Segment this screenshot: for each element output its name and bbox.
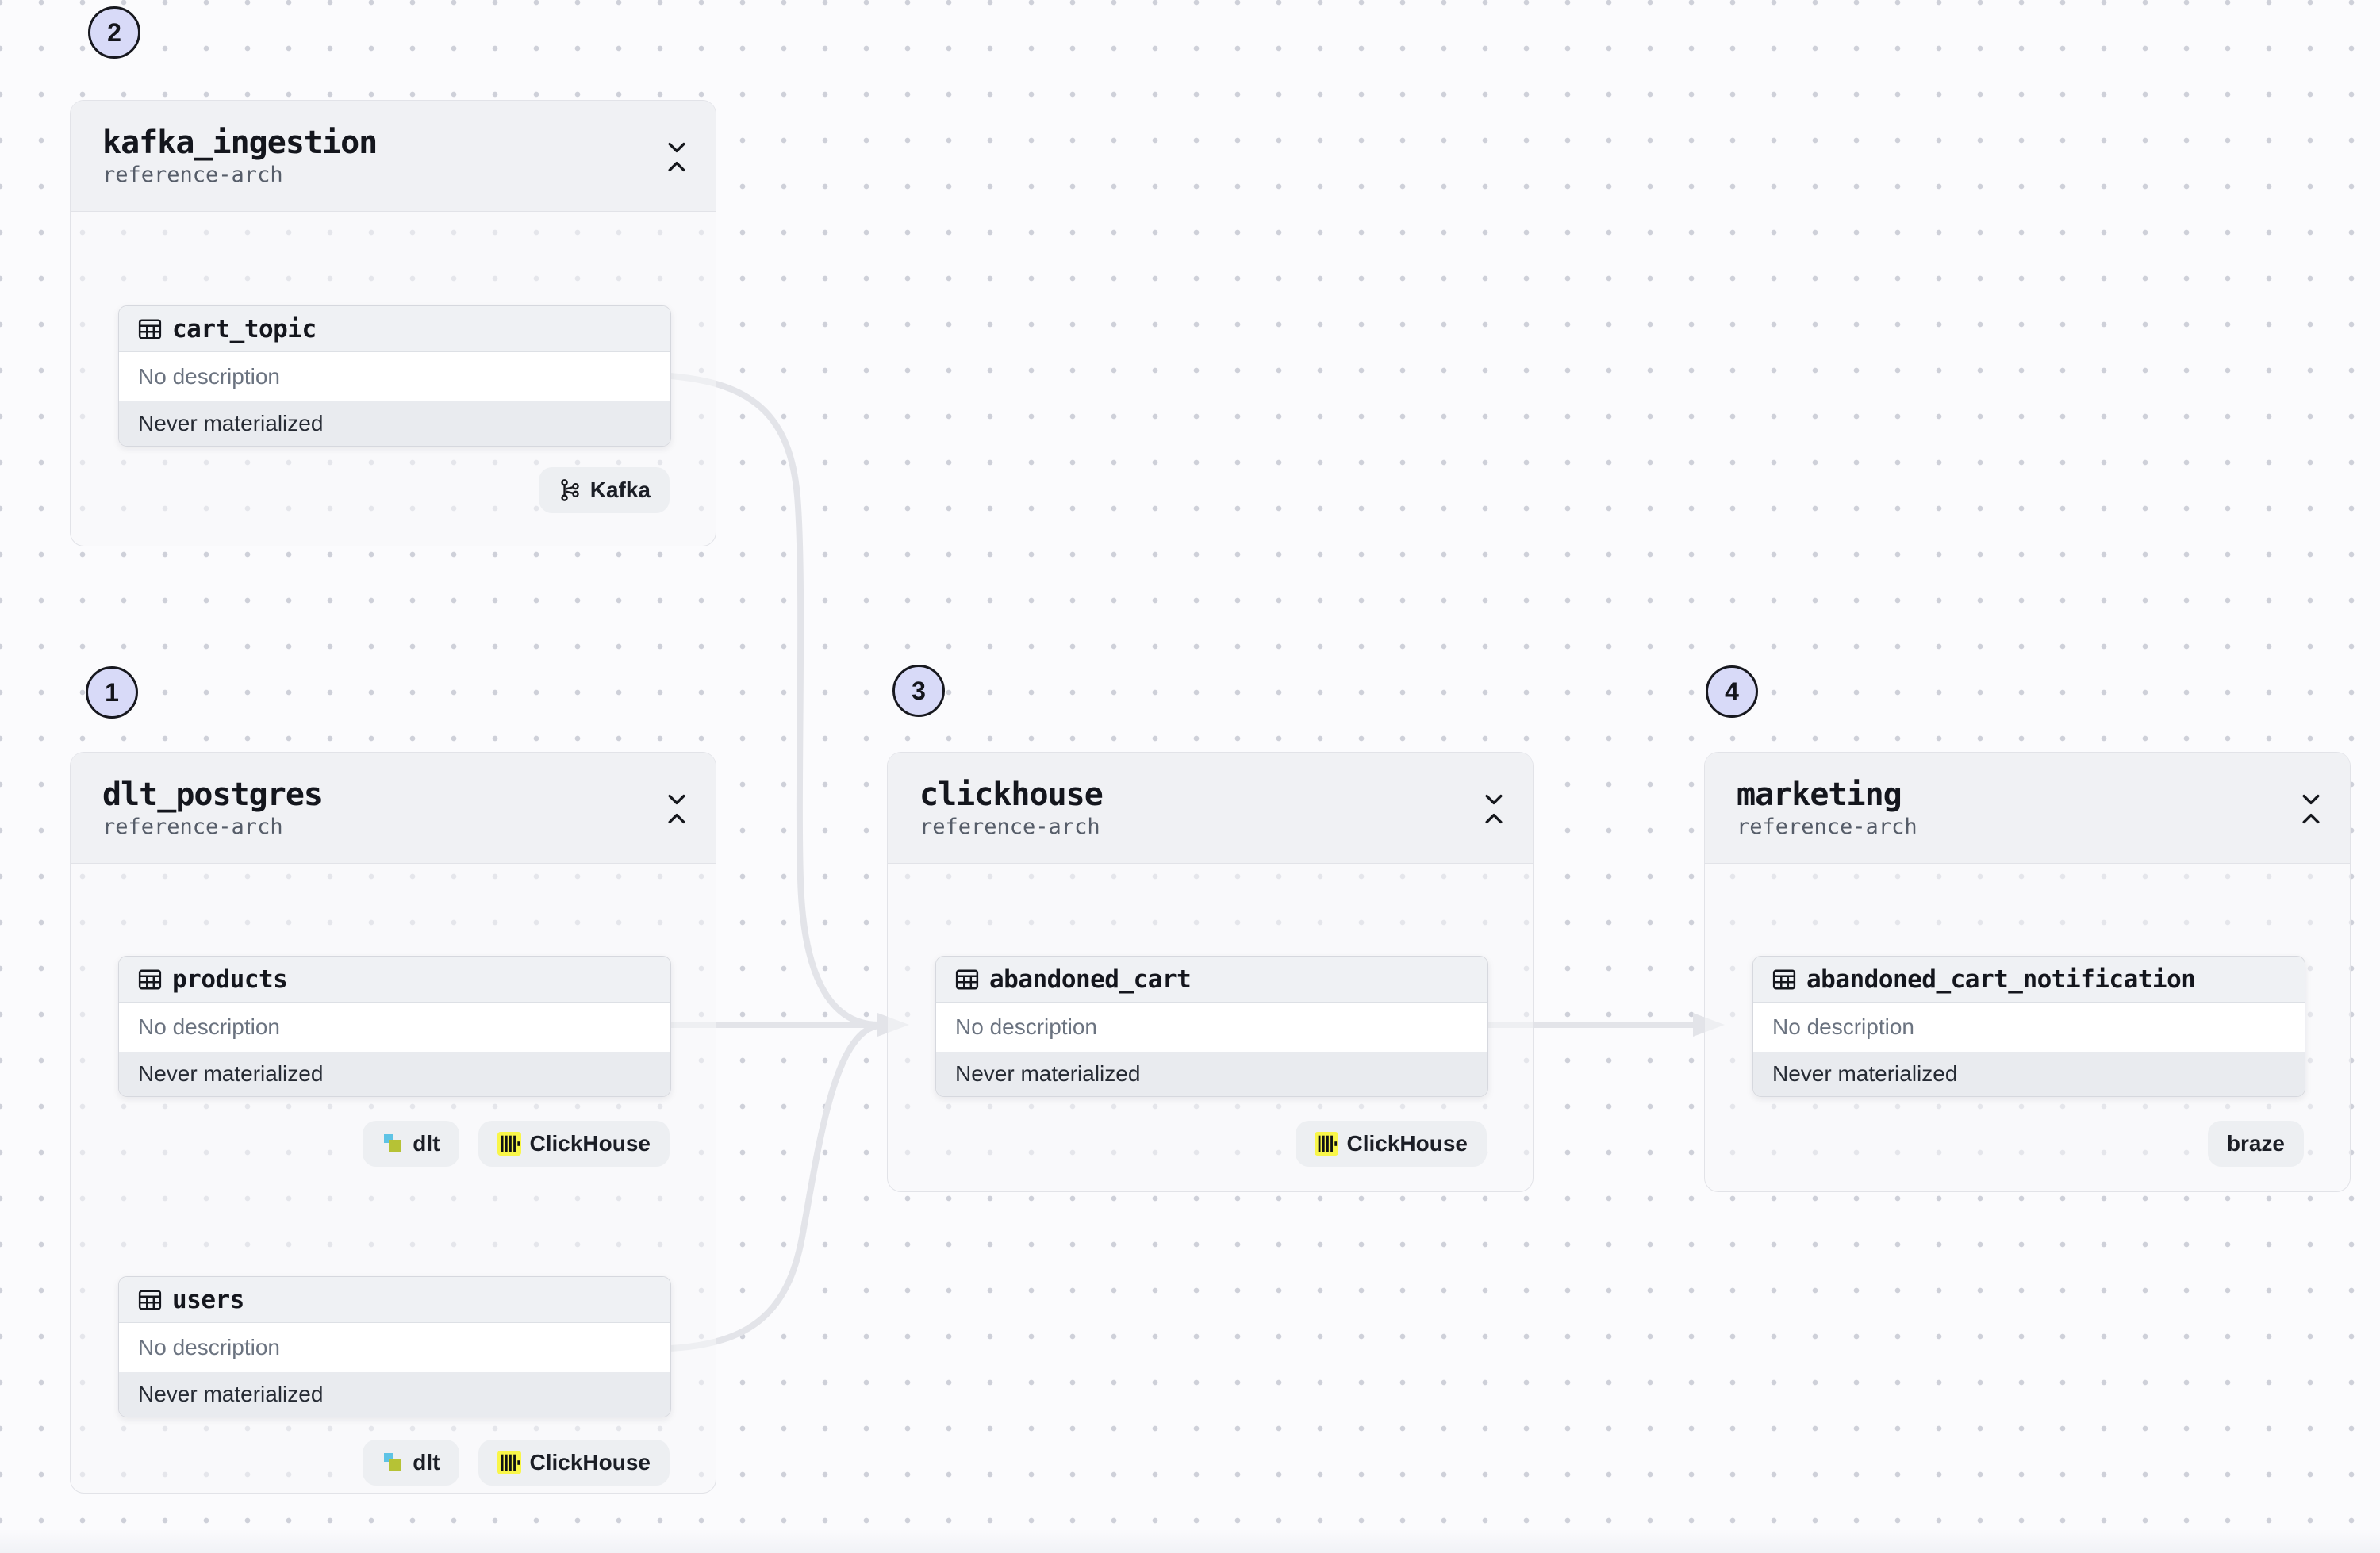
group-header-clickhouse[interactable]: clickhouse reference-arch <box>888 753 1533 864</box>
group-subtitle: reference-arch <box>919 815 1100 839</box>
kind-tag-clickhouse[interactable]: ClickHouse <box>478 1121 670 1167</box>
table-icon <box>138 969 162 989</box>
asset-card-abandoned-cart[interactable]: abandoned_cart No description Never mate… <box>935 956 1488 1097</box>
kind-tag-label: Kafka <box>589 477 651 502</box>
asset-card-abandoned-cart-notification[interactable]: abandoned_cart_notification No descripti… <box>1752 956 2305 1097</box>
group-subtitle: reference-arch <box>1737 815 1917 839</box>
step-marker-4: 4 <box>1706 665 1758 718</box>
asset-name: users <box>172 1285 244 1314</box>
kind-tag-label: ClickHouse <box>1346 1131 1468 1156</box>
kind-tag-label: dlt <box>413 1450 440 1474</box>
kind-tag-label: ClickHouse <box>529 1450 651 1474</box>
kind-tag-kafka[interactable]: Kafka <box>538 467 670 513</box>
asset-name: products <box>172 964 288 994</box>
asset-status: Never materialized <box>119 1372 670 1417</box>
dlt-icon <box>384 1134 402 1152</box>
asset-description: No description <box>1753 1003 2305 1052</box>
kafka-icon <box>561 479 579 501</box>
step-marker-2: 2 <box>88 6 140 59</box>
group-title: marketing <box>1737 776 1902 813</box>
collapse-icon[interactable] <box>2299 794 2323 824</box>
asset-description: No description <box>119 1323 670 1372</box>
kind-tag-dlt[interactable]: dlt <box>363 1440 459 1486</box>
asset-name: abandoned_cart <box>989 964 1192 994</box>
collapse-icon[interactable] <box>665 794 689 824</box>
asset-group-dlt-postgres: dlt_postgres reference-arch products <box>70 752 716 1494</box>
group-header-dlt-postgres[interactable]: dlt_postgres reference-arch <box>71 753 716 864</box>
kind-tag-braze[interactable]: braze <box>2207 1121 2304 1167</box>
group-title: kafka_ingestion <box>102 125 378 161</box>
group-subtitle: reference-arch <box>102 163 283 187</box>
kind-tag-dlt[interactable]: dlt <box>363 1121 459 1167</box>
table-icon <box>955 969 979 989</box>
group-title: clickhouse <box>919 776 1104 813</box>
table-icon <box>138 319 162 339</box>
asset-status: Never materialized <box>1753 1052 2305 1096</box>
asset-card-products[interactable]: products No description Never materializ… <box>118 956 671 1097</box>
canvas-bottom-fade <box>0 1529 2380 1553</box>
table-icon <box>1772 969 1796 989</box>
asset-description: No description <box>119 352 670 401</box>
kind-tag-label: dlt <box>413 1131 440 1156</box>
group-title: dlt_postgres <box>102 776 323 813</box>
group-header-kafka-ingestion[interactable]: kafka_ingestion reference-arch <box>71 101 716 212</box>
step-marker-3: 3 <box>892 665 945 717</box>
asset-card-cart-topic[interactable]: cart_topic No description Never material… <box>118 305 671 447</box>
asset-card-users[interactable]: users No description Never materialized <box>118 1276 671 1417</box>
collapse-icon[interactable] <box>665 142 689 172</box>
table-icon <box>138 1290 162 1310</box>
asset-group-clickhouse: clickhouse reference-arch abandoned_cart <box>887 752 1534 1192</box>
asset-name: abandoned_cart_notification <box>1806 964 2196 994</box>
asset-name: cart_topic <box>172 314 317 343</box>
asset-group-kafka-ingestion: kafka_ingestion reference-arch cart_topi… <box>70 100 716 546</box>
kind-tag-clickhouse[interactable]: ClickHouse <box>478 1440 670 1486</box>
asset-group-marketing: marketing reference-arch abandoned_cart_… <box>1704 752 2351 1192</box>
asset-status: Never materialized <box>936 1052 1488 1096</box>
group-header-marketing[interactable]: marketing reference-arch <box>1705 753 2350 864</box>
kind-tag-label: ClickHouse <box>529 1131 651 1156</box>
step-marker-1: 1 <box>86 666 138 719</box>
dlt-icon <box>384 1453 402 1471</box>
kind-tag-label: braze <box>2226 1131 2285 1156</box>
clickhouse-icon <box>497 1451 521 1474</box>
asset-status: Never materialized <box>119 1052 670 1096</box>
clickhouse-icon <box>1314 1132 1338 1156</box>
kind-tag-clickhouse[interactable]: ClickHouse <box>1295 1121 1487 1167</box>
collapse-icon[interactable] <box>1482 794 1506 824</box>
asset-description: No description <box>936 1003 1488 1052</box>
group-subtitle: reference-arch <box>102 815 283 839</box>
asset-description: No description <box>119 1003 670 1052</box>
asset-status: Never materialized <box>119 401 670 446</box>
clickhouse-icon <box>497 1132 521 1156</box>
